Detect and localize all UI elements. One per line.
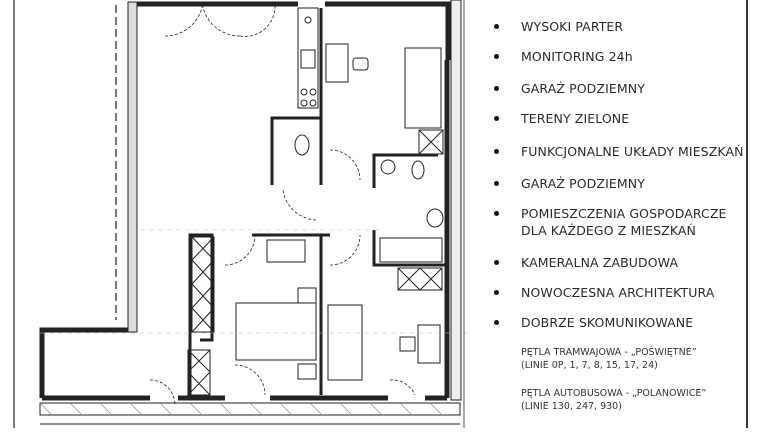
bed <box>404 47 442 129</box>
bullet-icon <box>494 116 499 121</box>
bullet-icon <box>494 149 499 154</box>
bullet-icon <box>494 290 499 295</box>
outer-walls <box>39 1 451 401</box>
double-bed <box>235 302 317 361</box>
balcony <box>39 402 461 416</box>
door-swings <box>149 1 416 406</box>
page-border-right <box>746 0 748 428</box>
single-bed <box>327 304 363 381</box>
transit-bus: PĘTLA AUTOBUSOWA - „POLANOWICE” (LINIE 1… <box>521 388 707 412</box>
bullet-icon <box>494 54 499 59</box>
bullet-icon <box>494 260 499 265</box>
wardrobe <box>187 236 215 396</box>
floor-plan-drawing <box>13 0 470 428</box>
facade <box>450 0 462 401</box>
bullet-icon <box>494 320 499 325</box>
bullet-icon <box>494 86 499 91</box>
features-list: WYSOKI PARTER MONITORING 24h GARAŻ PODZI… <box>480 0 748 428</box>
toilet <box>294 134 310 156</box>
bathtub <box>379 237 443 263</box>
interior-walls <box>188 8 445 395</box>
bullet-icon <box>494 181 499 186</box>
kitchen-counter <box>297 7 319 109</box>
bullet-icon <box>494 211 499 216</box>
bullet-icon <box>494 24 499 29</box>
floor-plan <box>13 0 470 428</box>
transit-tram: PĘTLA TRAMWAJOWA - „POŚWIĘTNE” (LINIE 0P… <box>521 347 697 371</box>
